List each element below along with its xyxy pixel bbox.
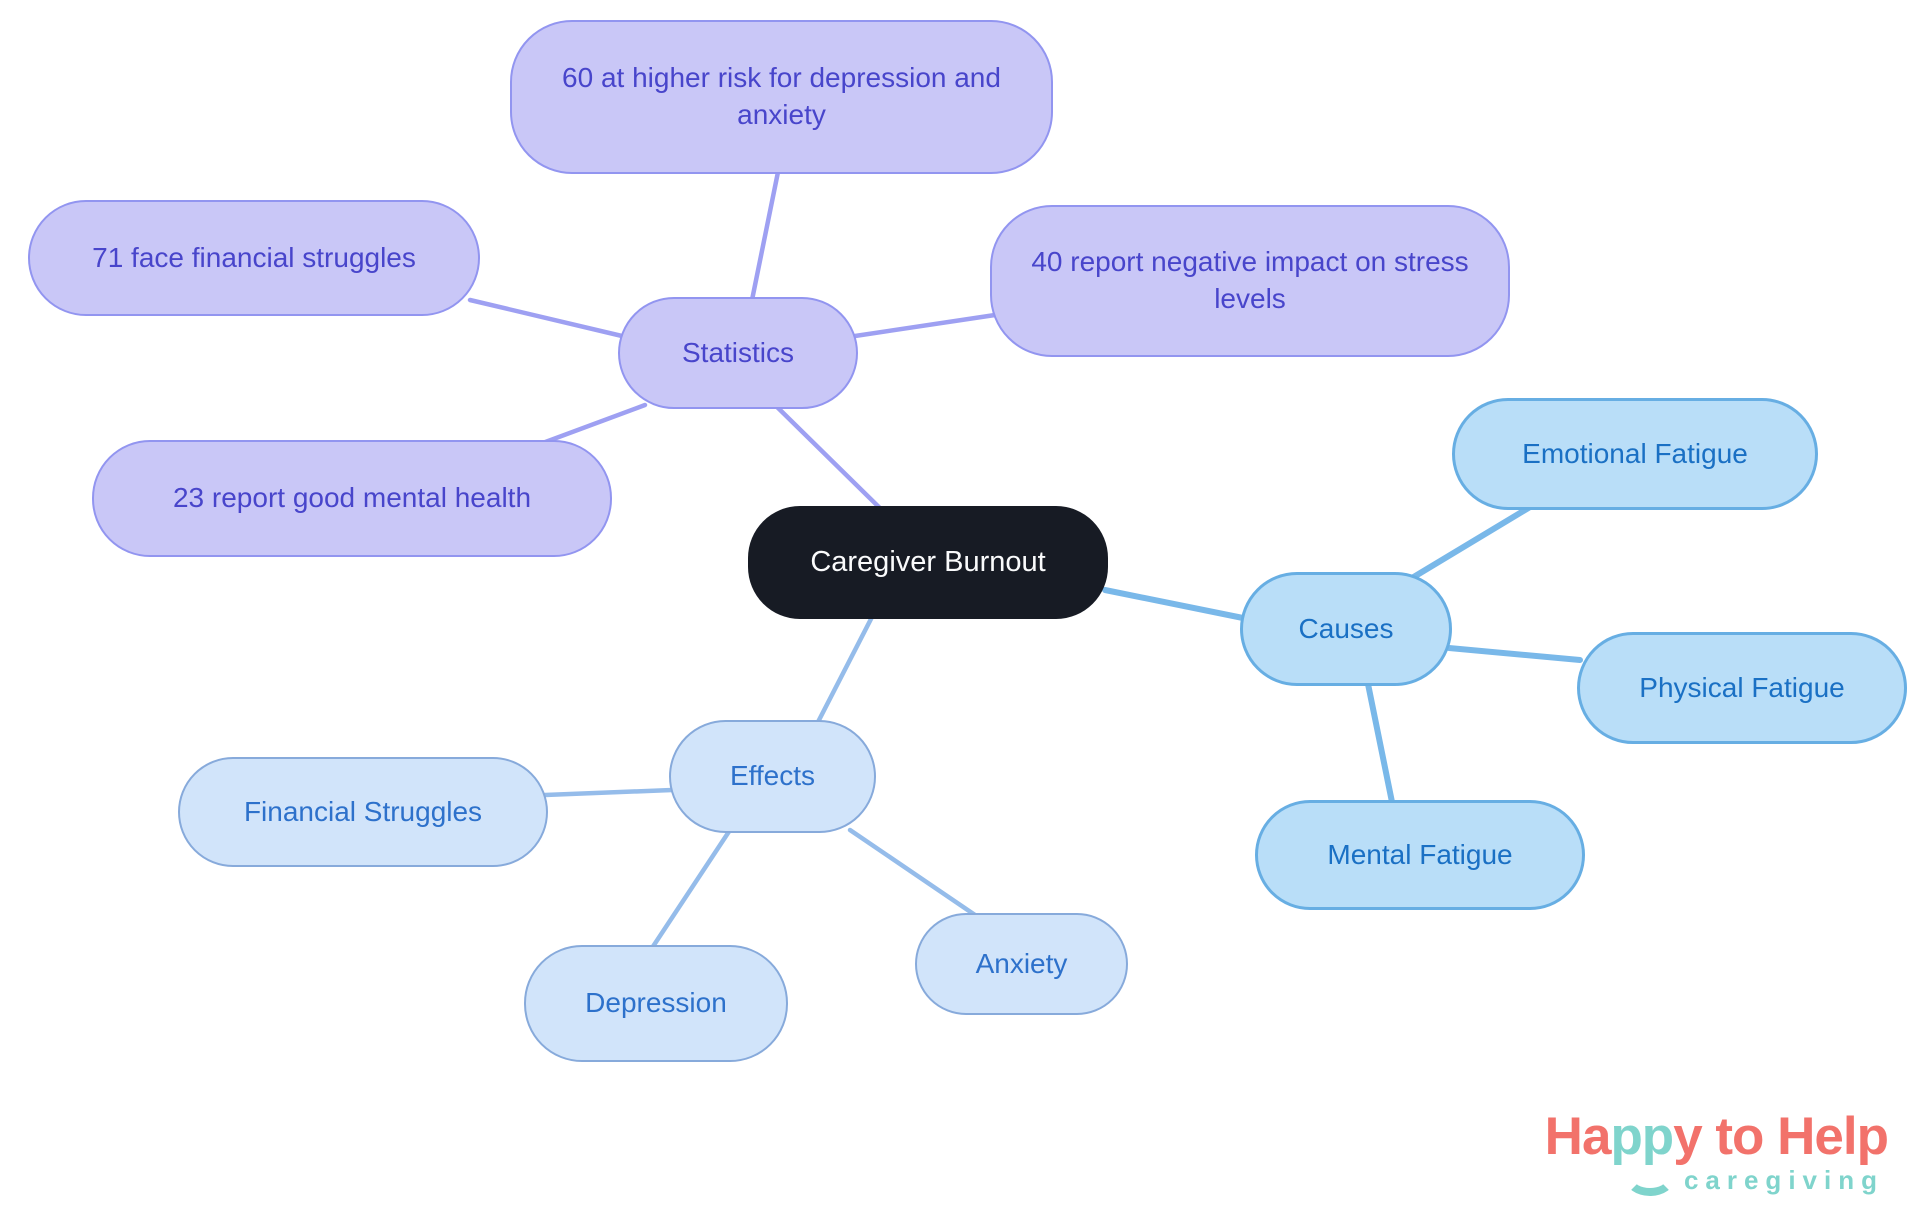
smile-icon [1624, 1160, 1675, 1196]
edge-statistics-mental-health-stat [537, 402, 648, 447]
edge-causes-physical [1446, 645, 1583, 663]
edge-center-causes [1102, 587, 1246, 621]
edge-statistics-financial-stat [467, 297, 625, 339]
edge-effects-financial [542, 787, 675, 798]
edge-causes-mental [1365, 681, 1395, 805]
node-stat-stress-levels[interactable]: 40 report negative impact on stress leve… [990, 205, 1510, 357]
logo-subtitle: caregiving [1683, 1165, 1884, 1196]
node-effects[interactable]: Effects [669, 720, 876, 833]
node-stat-good-mental-health[interactable]: 23 report good mental health [92, 440, 612, 557]
node-mental-fatigue[interactable]: Mental Fatigue [1255, 800, 1585, 910]
node-effect-anxiety[interactable]: Anxiety [915, 913, 1128, 1015]
brand-logo: Happy to Help caregiving [1418, 1107, 1889, 1196]
logo-wordmark: Happy to Help [1544, 1107, 1889, 1196]
edge-effects-anxiety [847, 827, 978, 918]
edge-effects-depression [649, 827, 733, 951]
node-statistics[interactable]: Statistics [618, 297, 858, 409]
node-emotional-fatigue[interactable]: Emotional Fatigue [1452, 398, 1818, 510]
node-effect-depression[interactable]: Depression [524, 945, 788, 1062]
node-caregiver-burnout[interactable]: Caregiver Burnout [748, 506, 1108, 619]
node-physical-fatigue[interactable]: Physical Fatigue [1577, 632, 1907, 744]
logo-text-pp: pp [1610, 1107, 1674, 1166]
edge-statistics-depression-anxiety-stat [749, 169, 781, 303]
edge-statistics-stress-stat [852, 312, 998, 339]
edge-causes-emotional [1409, 504, 1533, 581]
node-effect-financial-struggles[interactable]: Financial Struggles [178, 757, 548, 867]
node-causes[interactable]: Causes [1240, 572, 1452, 686]
logo-text-y-to-help: y to Help [1673, 1107, 1889, 1166]
edge-center-effects [815, 614, 875, 725]
logo-text-ha: Ha [1544, 1107, 1612, 1166]
node-stat-financial-struggles[interactable]: 71 face financial struggles [28, 200, 480, 316]
edge-statistics-center [769, 399, 891, 519]
node-stat-depression-anxiety[interactable]: 60 at higher risk for depression and anx… [510, 20, 1053, 174]
